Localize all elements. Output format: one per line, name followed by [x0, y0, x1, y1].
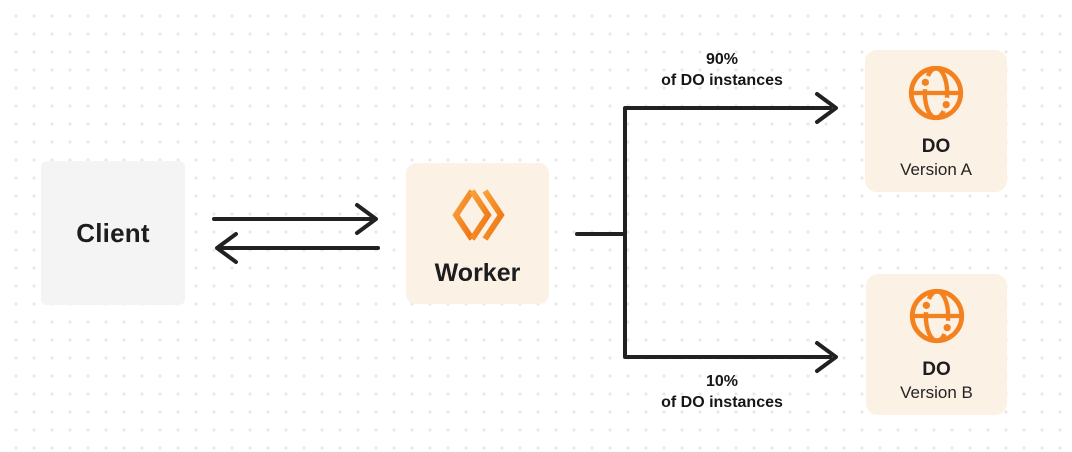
branch-connector	[623, 106, 832, 359]
do-version-a-subtitle: Version A	[900, 159, 972, 179]
worker-node: Worker	[406, 163, 549, 304]
do-version-b-title: DO	[922, 359, 951, 381]
globe-icon	[905, 62, 967, 124]
arrow-client-to-worker	[212, 203, 378, 235]
cloudflare-workers-icon	[446, 183, 510, 247]
do-version-a-node: DO Version A	[865, 50, 1007, 192]
do-version-b-node: DO Version B	[866, 274, 1007, 415]
arrowhead-to-do-version-b	[815, 341, 838, 373]
branch-top-percent: 90%	[705, 51, 739, 68]
client-label: Client	[76, 217, 150, 248]
arrowhead-to-do-version-a	[815, 92, 838, 124]
client-node: Client	[41, 161, 185, 305]
branch-top-caption: of DO instances	[661, 71, 783, 89]
arrow-worker-to-client	[215, 232, 380, 264]
branch-bottom-label: 10% of DO instances	[617, 372, 827, 414]
worker-label: Worker	[434, 259, 521, 287]
branch-bottom-caption: of DO instances	[661, 393, 783, 411]
do-version-a-title: DO	[921, 135, 951, 157]
globe-icon	[906, 285, 968, 347]
branch-top-label: 90% of DO instances	[617, 50, 827, 92]
do-version-b-subtitle: Version B	[900, 383, 973, 403]
branch-bottom-percent: 10%	[705, 373, 739, 390]
